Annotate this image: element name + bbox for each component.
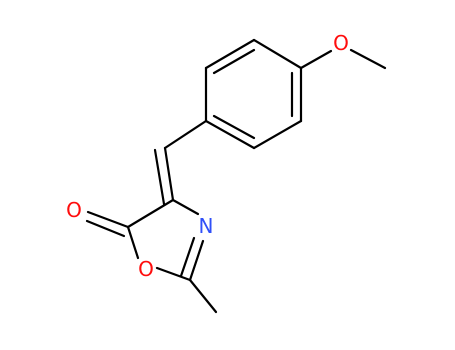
bond-ring-top-left-inner [212, 48, 256, 75]
bond-c2-to-methyl [188, 278, 218, 314]
ring-oxygen-label: O [138, 257, 154, 281]
atom-labels: O O N O [66, 31, 349, 281]
bond-aryl-to-ether-oxygen [299, 49, 333, 70]
bond-ring-to-methine [163, 119, 208, 150]
bond-ring-oxygen-to-c2 [155, 266, 192, 282]
ring-nitrogen-label: N [199, 214, 214, 238]
bonds [85, 38, 387, 314]
bond-c2-to-nitrogen [188, 239, 205, 282]
bond-c2-to-nitrogen-double [179, 236, 196, 278]
bond-ring-bottom-left-inner [212, 114, 256, 140]
bond-methine-to-c4 [163, 146, 175, 202]
bond-c4-to-nitrogen [171, 198, 200, 216]
bond-c5-to-carbonyl-oxygen-double [85, 219, 126, 238]
bond-ether-oxygen-to-methyl [349, 48, 387, 70]
bond-c5-to-carbonyl-oxygen [86, 210, 130, 229]
methoxy-oxygen-label: O [333, 31, 349, 55]
bond-methine-to-c4-double [153, 148, 166, 206]
bond-ring-bottom-left [204, 119, 256, 150]
bond-ring-bottom-right [252, 119, 303, 150]
bond-ring-top-right [252, 38, 303, 70]
bond-c5-to-ring-oxygen [126, 225, 140, 260]
carbonyl-oxygen-label: O [66, 198, 82, 222]
bond-c4-to-c5 [126, 198, 175, 229]
bond-ring-top-left [204, 38, 256, 70]
